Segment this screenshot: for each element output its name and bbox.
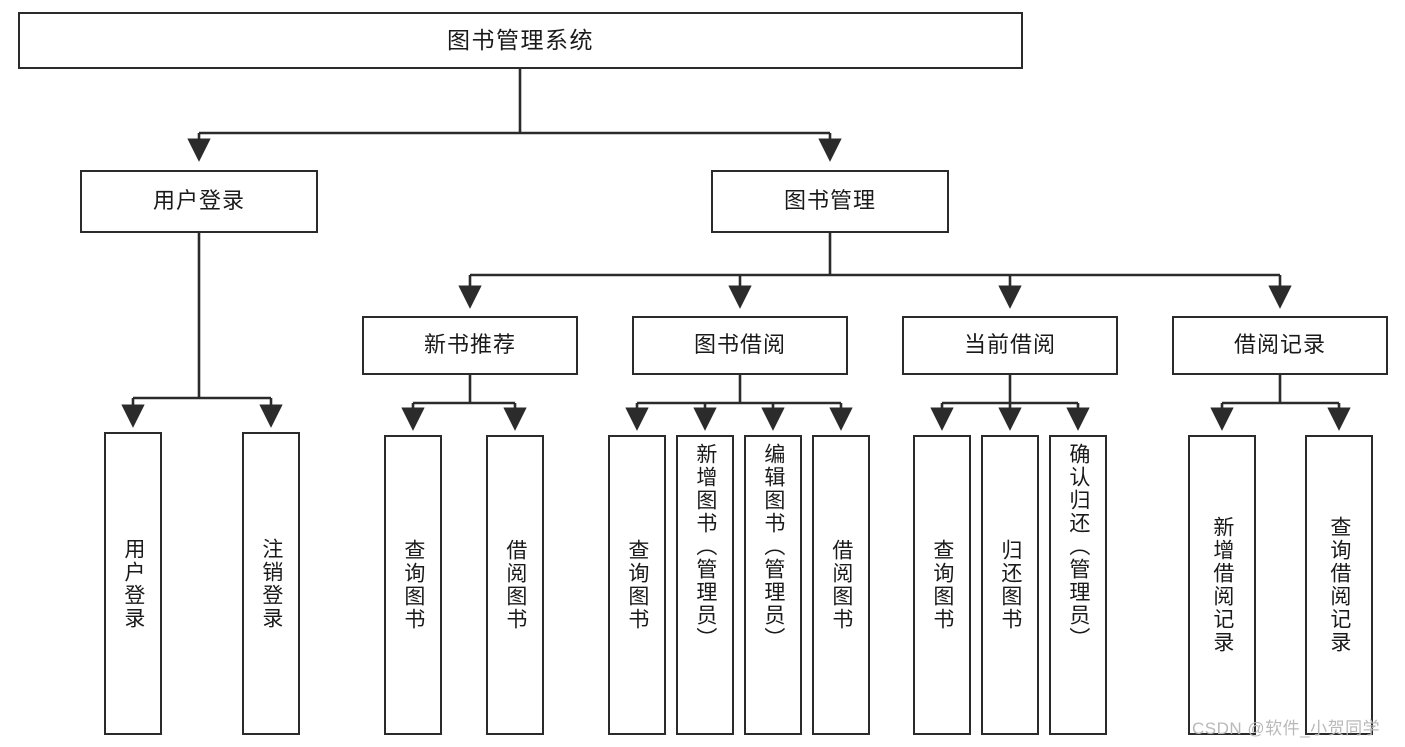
node-leaf-return-book[interactable]: 归还图书: [981, 435, 1039, 735]
node-label: 图书管理系统: [447, 26, 594, 53]
node-label: 查询图书: [930, 539, 954, 631]
node-label: 图书借阅: [693, 332, 786, 358]
node-leaf-edit-book-admin[interactable]: 编辑图书（管理员）: [744, 435, 802, 735]
node-book-borrow[interactable]: 图书借阅: [632, 316, 848, 375]
node-leaf-query-book-borrow[interactable]: 查询图书: [608, 435, 666, 735]
node-label: 查询图书: [401, 539, 425, 631]
node-label: 借阅图书: [829, 539, 853, 631]
node-current-borrow[interactable]: 当前借阅: [902, 316, 1118, 375]
node-leaf-query-book-recommend[interactable]: 查询图书: [384, 435, 442, 735]
node-leaf-query-book-current[interactable]: 查询图书: [913, 435, 971, 735]
node-label: 借阅记录: [1233, 332, 1326, 358]
node-label: 新书推荐: [423, 332, 516, 358]
node-label: 当前借阅: [963, 332, 1056, 358]
csdn-watermark: CSDN @软件_小贺同学: [1192, 719, 1381, 738]
node-leaf-borrow-book-recommend[interactable]: 借阅图书: [486, 435, 544, 735]
node-label: 借阅图书: [503, 539, 527, 631]
node-leaf-add-book-admin[interactable]: 新增图书（管理员）: [676, 435, 734, 735]
node-label: 查询借阅记录: [1327, 516, 1351, 654]
node-root-book-management-system[interactable]: 图书管理系统: [18, 12, 1023, 69]
node-label: 新增图书（管理员）: [693, 443, 717, 650]
node-book-management[interactable]: 图书管理: [711, 170, 949, 233]
node-leaf-confirm-return-admin[interactable]: 确认归还（管理员）: [1049, 435, 1107, 735]
node-leaf-borrow-book[interactable]: 借阅图书: [812, 435, 870, 735]
node-label: 新增借阅记录: [1210, 516, 1234, 654]
node-user-login[interactable]: 用户登录: [80, 170, 318, 233]
node-new-book-recommend[interactable]: 新书推荐: [362, 316, 578, 375]
node-leaf-logout[interactable]: 注销登录: [242, 432, 300, 735]
node-label: 编辑图书（管理员）: [761, 443, 785, 650]
node-leaf-user-login[interactable]: 用户登录: [104, 432, 162, 735]
node-leaf-query-borrow-record[interactable]: 查询借阅记录: [1305, 435, 1373, 735]
node-label: 确认归还（管理员）: [1066, 443, 1090, 650]
node-label: 用户登录: [152, 188, 245, 214]
node-leaf-add-borrow-record[interactable]: 新增借阅记录: [1188, 435, 1256, 735]
node-borrow-record[interactable]: 借阅记录: [1172, 316, 1388, 375]
node-label: 查询图书: [625, 539, 649, 631]
node-label: 归还图书: [998, 539, 1022, 631]
node-label: 图书管理: [783, 188, 876, 214]
node-label: 注销登录: [259, 537, 283, 630]
node-label: 用户登录: [121, 537, 145, 630]
